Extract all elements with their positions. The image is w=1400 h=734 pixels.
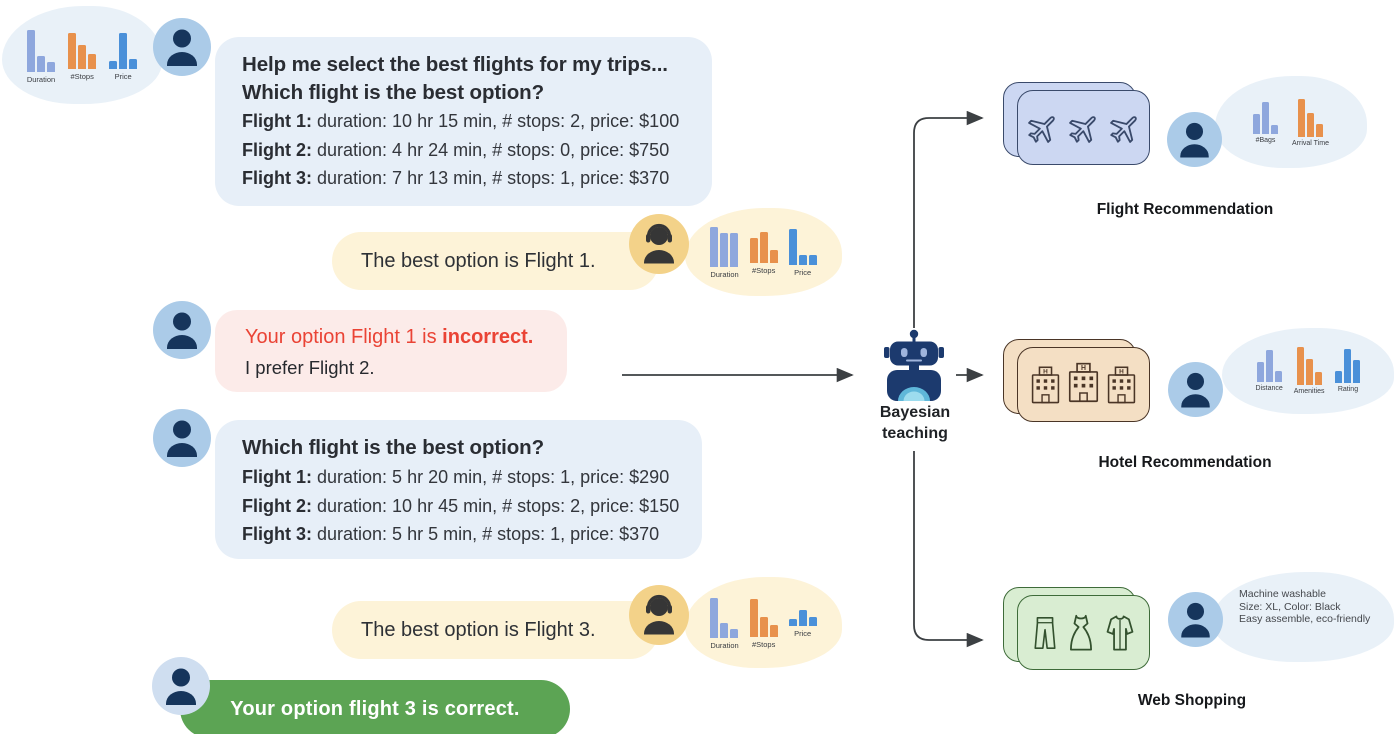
plane-icon [1109, 115, 1137, 143]
arrow-robot-to-flight [913, 110, 984, 328]
robot-icon [880, 329, 948, 406]
arrow-robot-to-web [913, 451, 984, 648]
app-label-web-shopping: Web Shopping [1137, 692, 1247, 709]
robot-label: Bayesian teaching [860, 402, 970, 444]
message-heading: Which flight is the best option? [242, 81, 544, 104]
mini-bar-chart-stops: #Stops [749, 598, 778, 649]
agent-answer-text: The best option is Flight 3. [361, 618, 596, 641]
flight-option-line: Flight 1: duration: 10 hr 15 min, # stop… [242, 111, 680, 131]
pants-icon [1033, 616, 1056, 649]
svg-text:H: H [1081, 365, 1086, 372]
user-preference-cloud-web [1212, 572, 1394, 662]
feedback-preference-line: I prefer Flight 2. [245, 357, 375, 378]
jacket-icon [1106, 614, 1133, 651]
mini-bar-chart-stops: #Stops [749, 231, 778, 275]
mini-bar-chart-bags: #Bags [1253, 102, 1279, 144]
chat-bubble-agent-answer-2: The best option is Flight 3. [332, 601, 659, 659]
flight-option-line: Flight 2: duration: 4 hr 24 min, # stops… [242, 139, 670, 160]
mini-bar-chart-rating: Rating [1335, 349, 1361, 393]
agent-answer-text: The best option is Flight 1. [361, 249, 596, 272]
flight-option-line: Flight 2: duration: 10 hr 45 min, # stop… [242, 495, 680, 516]
message-heading: Help me select the best flights for my t… [242, 53, 668, 76]
user-avatar-icon [152, 657, 210, 715]
chat-bubble-user-question-2: Which flight is the best option? Flight … [215, 420, 702, 559]
hotel-icon: H [1031, 366, 1060, 404]
user-avatar-icon [1168, 592, 1223, 647]
web-preference-line: Easy assemble, eco-friendly [1239, 613, 1371, 625]
user-preference-cloud-flight: #Bags Arrival Time [1215, 76, 1367, 168]
svg-text:H: H [1043, 368, 1048, 375]
mini-bar-chart-distance: Distance [1256, 350, 1283, 392]
robot-label-line2: teaching [882, 425, 948, 442]
chat-bubble-user-feedback-correct: Your option flight 3 is correct. [180, 680, 570, 734]
mini-bar-chart-duration: Duration [710, 227, 739, 279]
mini-bar-chart-duration: Duration [27, 30, 55, 84]
message-heading: Which flight is the best option? [242, 436, 544, 459]
mini-bar-chart-duration: Duration [710, 597, 739, 650]
hotel-card: H H H [1017, 347, 1150, 422]
web-shopping-card [1017, 595, 1150, 670]
user-avatar-icon [153, 301, 211, 359]
agent-thought-cloud: Duration #Stops Price [685, 577, 842, 668]
user-prior-thought-cloud: Duration #Stops Price [2, 6, 162, 104]
mini-bar-chart-price: Price [788, 229, 817, 277]
flight-option-line: Flight 3: duration: 7 hr 13 min, # stops… [242, 168, 670, 188]
mini-bar-chart-amenities: Amenities [1294, 347, 1324, 395]
mini-bar-chart-price: Price [788, 609, 817, 638]
user-avatar-icon [153, 409, 211, 467]
svg-text:H: H [1119, 368, 1124, 375]
web-preference-text: Machine washable Size: XL, Color: Black … [1239, 588, 1389, 626]
web-preference-line: Size: XL, Color: Black [1239, 600, 1341, 613]
mini-bar-chart-arrival-time: Arrival Time [1292, 99, 1329, 147]
user-avatar-icon [153, 18, 211, 76]
user-avatar-icon [1168, 362, 1223, 417]
dress-icon [1069, 614, 1092, 651]
agent-avatar-icon [629, 214, 689, 274]
user-preference-cloud-hotel: Distance Amenities Rating [1222, 328, 1394, 414]
agent-avatar-icon [629, 585, 689, 645]
user-avatar-icon [1167, 112, 1222, 167]
chat-bubble-user-question-1: Help me select the best flights for my t… [215, 37, 712, 206]
app-label-flight-recommendation: Flight Recommendation [1096, 201, 1274, 218]
flight-card [1017, 90, 1150, 165]
flight-option-line: Flight 3: duration: 5 hr 5 min, # stops:… [242, 524, 660, 544]
flight-option-line: Flight 1: duration: 5 hr 20 min, # stops… [242, 467, 670, 487]
app-label-hotel-recommendation: Hotel Recommendation [1098, 454, 1272, 471]
hotel-icon: H [1107, 366, 1136, 404]
robot-label-line1: Bayesian [879, 404, 951, 421]
agent-thought-cloud: Duration #Stops Price [685, 208, 842, 296]
plane-icon [1068, 115, 1096, 143]
feedback-incorrect-line: Your option Flight 1 is incorrect. [245, 326, 534, 348]
plane-icon [1027, 115, 1055, 143]
hotel-icon: H [1068, 362, 1099, 402]
feedback-correct-text: Your option flight 3 is correct. [230, 697, 520, 720]
mini-bar-chart-price: Price [109, 33, 138, 81]
chat-bubble-agent-answer-1: The best option is Flight 1. [332, 232, 659, 290]
mini-bar-chart-stops: #Stops [68, 33, 97, 81]
web-preference-line: Machine washable [1239, 588, 1326, 600]
chat-bubble-user-feedback-incorrect: Your option Flight 1 is incorrect. I pre… [215, 310, 567, 392]
